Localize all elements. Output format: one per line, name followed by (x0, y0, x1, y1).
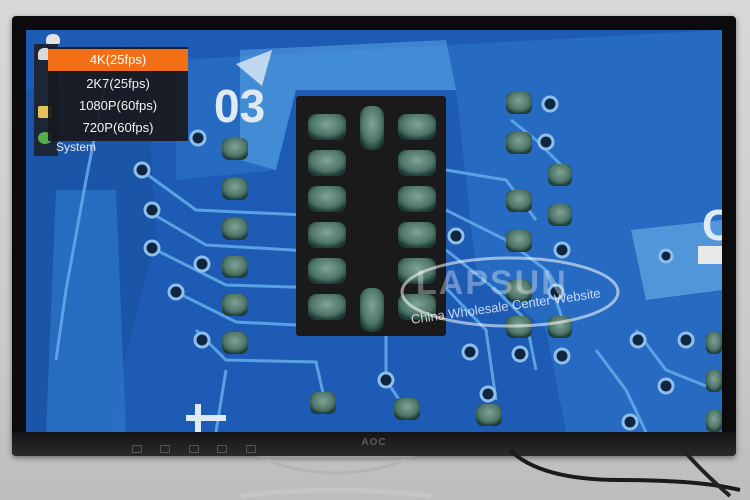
bezel-button-menu[interactable] (132, 445, 142, 453)
watermark-brand: LAPSUN (416, 264, 568, 302)
resolution-menu: 4K(25fps) 2K7(25fps) 1080P(60fps) 720P(6… (48, 47, 188, 141)
monitor-cable (508, 444, 741, 498)
silkscreen-right: C (702, 201, 722, 250)
bezel-button-auto[interactable] (217, 445, 228, 453)
pcb-view: 03 C (26, 30, 722, 432)
resolution-option-4k[interactable]: 4K(25fps) (48, 49, 188, 71)
bezel-buttons (132, 440, 270, 458)
osd-top-icon (46, 34, 60, 44)
monitor-bezel: AOC (12, 432, 736, 456)
bezel-button-power[interactable] (245, 445, 256, 453)
resolution-option-2k7[interactable]: 2K7(25fps) (86, 76, 150, 91)
monitor-stand (240, 456, 432, 499)
resolution-option-720p[interactable]: 720P(60fps) (82, 120, 154, 135)
bezel-button-left[interactable] (160, 445, 171, 453)
monitor-screen: 03 C (26, 30, 722, 432)
watermark: LAPSUN China Wholesale Center Website (398, 246, 628, 356)
watermark-ring (400, 256, 620, 328)
monitor-logo: AOC (361, 437, 387, 448)
through-holes (133, 95, 695, 431)
silkscreen-left: 03 (214, 80, 265, 132)
monitor: 03 C (12, 16, 736, 456)
vias (222, 92, 722, 432)
ic-pads-left (308, 114, 346, 320)
resolution-option-1080p[interactable]: 1080P(60fps) (78, 98, 158, 113)
bezel-button-right[interactable] (188, 445, 199, 453)
system-label[interactable]: System (56, 140, 97, 154)
